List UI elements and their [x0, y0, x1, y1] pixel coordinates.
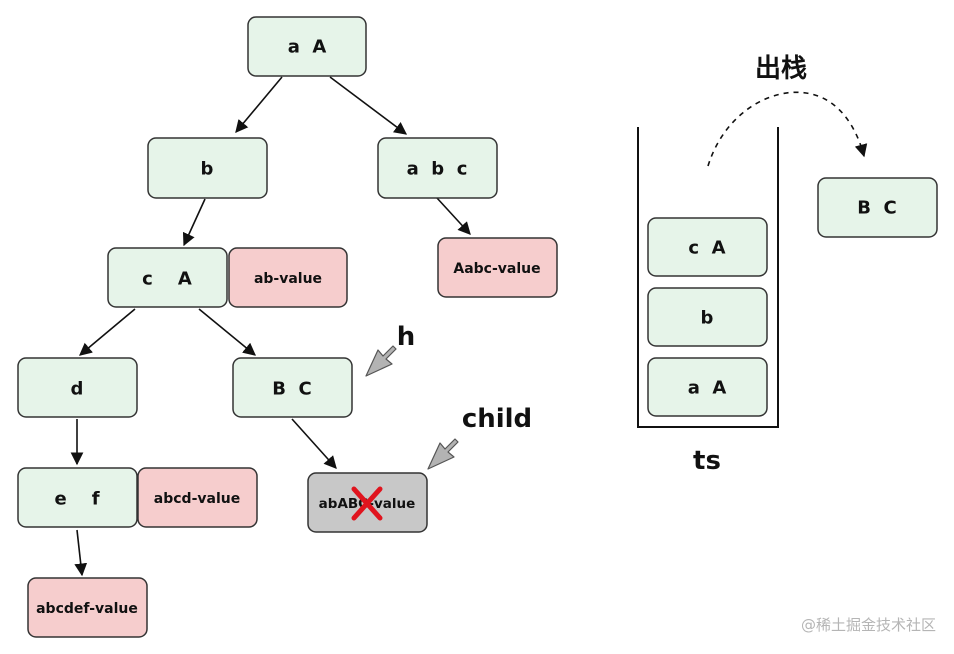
trie-node-root: a A — [247, 16, 367, 77]
value-box-aabc: Aabc-value — [437, 237, 558, 298]
trie-node-bc-label: B C — [272, 379, 311, 400]
stack-item: b — [647, 287, 768, 347]
value-box-abcdef: abcdef-value — [27, 577, 148, 638]
edge-b-ca — [182, 198, 206, 247]
pointer-h-label: h — [397, 322, 416, 352]
value-box-abcd: abcd-value — [137, 467, 258, 528]
trie-node-b: b — [147, 137, 268, 199]
value-box-ab: ab-value — [228, 247, 348, 308]
edge-ca-bc — [198, 308, 256, 356]
trie-node-d-label: d — [71, 379, 84, 400]
edge-root-b — [235, 76, 283, 133]
delete-cross-icon — [351, 486, 383, 521]
trie-node-ef: e f — [17, 467, 138, 528]
stack-container — [637, 127, 779, 428]
value-box-deleted: abABC-value — [307, 472, 428, 533]
pointer-child-label: child — [462, 404, 532, 434]
stack-item: c A — [647, 217, 768, 277]
value-box-abcdef-label: abcdef-value — [36, 601, 138, 617]
popped-node-label: B C — [857, 198, 896, 219]
popped-node: B C — [817, 177, 938, 238]
trie-node-d: d — [17, 357, 138, 418]
trie-node-ca-label: c A — [142, 269, 192, 290]
stack-item-label: c A — [688, 238, 725, 259]
pop-label: 出栈 — [755, 54, 807, 84]
stack-item-label: b — [701, 308, 714, 329]
edge-ca-d — [79, 308, 136, 356]
edge-root-abc — [329, 76, 408, 135]
watermark: @稀土掘金技术社区 — [801, 616, 936, 634]
pop-arrow — [707, 91, 868, 167]
edge-bc-ababc — [291, 418, 337, 469]
value-box-abcd-label: abcd-value — [154, 491, 240, 507]
stack-ts: c A b a A ts — [637, 127, 779, 476]
trie-node-ef-label: e f — [54, 489, 99, 510]
stack-label: ts — [693, 446, 721, 476]
pointer-h: h — [365, 322, 416, 377]
trie-node-abc-label: a b c — [407, 159, 468, 180]
value-box-aabc-label: Aabc-value — [453, 261, 540, 277]
stack-item: a A — [647, 357, 768, 417]
edge-ef-abcdef — [74, 529, 88, 577]
trie-node-bc: B C — [232, 357, 353, 418]
pointer-child: child — [427, 404, 532, 470]
trie-node-b-label: b — [201, 159, 214, 180]
stack-item-label: a A — [688, 378, 727, 399]
pointer-child-arrow-icon — [427, 438, 459, 470]
tree-edges — [70, 76, 471, 577]
trie-node-abc: a b c — [377, 137, 498, 199]
edge-abc-aabc — [436, 197, 471, 235]
pop-operation: 出栈 — [707, 54, 868, 167]
value-box-ab-label: ab-value — [254, 271, 322, 287]
trie-node-ca: c A — [107, 247, 228, 308]
trie-node-root-label: a A — [288, 37, 327, 58]
pointer-h-arrow-icon — [365, 345, 397, 377]
